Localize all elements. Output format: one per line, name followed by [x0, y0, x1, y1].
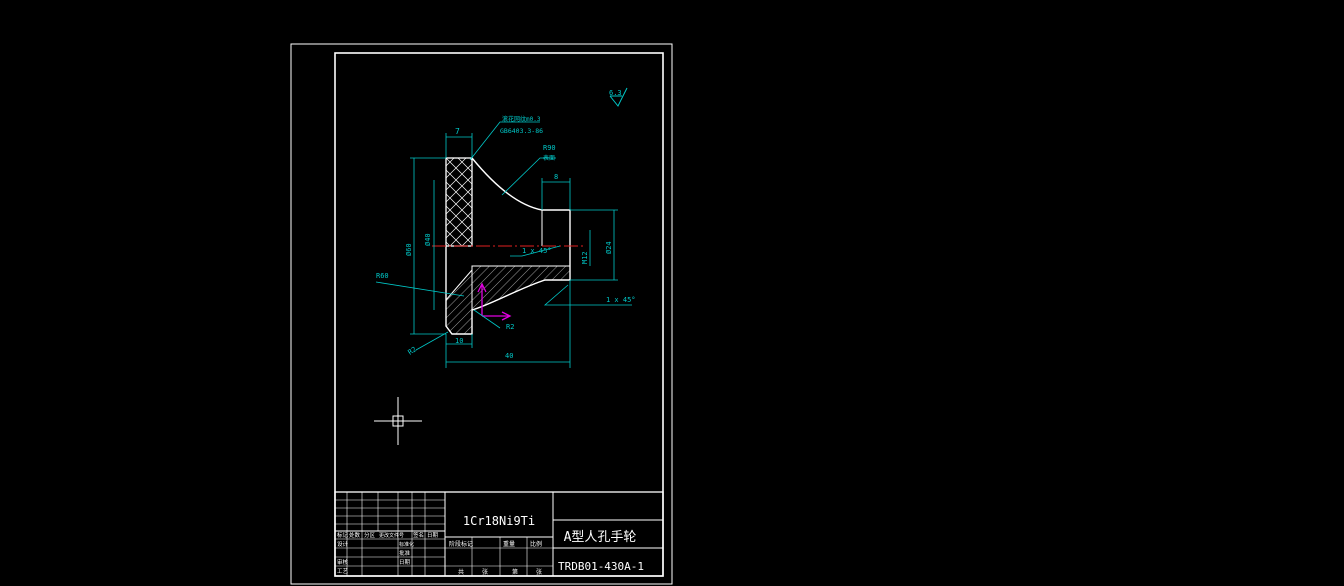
- dim-top-width: 7: [455, 127, 460, 136]
- title-block: [334, 491, 664, 577]
- drawing-number-label: TRDB01-430A-1: [558, 560, 644, 573]
- dim-hub-width: 8: [554, 173, 558, 181]
- dim-dia-60: Ø60: [405, 243, 413, 256]
- rev-header-zone: 分区: [364, 531, 376, 539]
- section-hatch-rim: [445, 268, 473, 335]
- dim-radius-left: R60: [376, 272, 389, 280]
- stage-mark-header: 阶段标记: [449, 540, 473, 548]
- crosshair-cursor-icon[interactable]: [374, 397, 422, 445]
- dim-chamfer-outer: 1 x 45°: [606, 296, 636, 304]
- dim-dia-24: Ø24: [605, 241, 613, 254]
- label-approve: 批准: [399, 549, 411, 557]
- ucs-axis-icon: [477, 282, 512, 321]
- dim-overall-length: 40: [505, 352, 513, 360]
- label-standard: 标准化: [399, 541, 414, 548]
- label-process: 工艺: [337, 568, 349, 575]
- dim-radius-outer-note: 表面: [543, 154, 555, 162]
- rev-header-sign: 签名: [413, 531, 424, 539]
- part-outline-upper: [471, 157, 571, 246]
- rev-header-doc: 更改文件号: [379, 532, 404, 539]
- part-name-label: A型人孔手轮: [564, 530, 637, 545]
- dim-chamfer-inner: 1 x 45°: [522, 247, 552, 255]
- label-design: 设计: [337, 540, 349, 548]
- sheet-total-label: 共: [458, 568, 464, 576]
- dim-dia-40: Ø40: [424, 233, 432, 246]
- dimension-lines: [375, 121, 632, 368]
- sheet-unit-label-2: 张: [536, 568, 542, 576]
- dim-radius-bottom-right: R2: [506, 323, 514, 331]
- label-date: 日期: [399, 559, 411, 566]
- label-review: 审核: [337, 558, 349, 566]
- dim-radius-bottom-left: R2: [407, 345, 419, 356]
- scale-header: 比例: [530, 540, 542, 548]
- rev-header-count: 处数: [349, 531, 361, 539]
- knurl-region: [445, 157, 473, 247]
- dim-m12: M12: [581, 251, 589, 264]
- dim-flange-width: 10: [455, 337, 463, 345]
- rev-header-mark: 标记: [337, 531, 349, 539]
- dim-radius-outer: R90: [543, 144, 556, 152]
- sheet-unit-label-1: 张: [482, 568, 488, 576]
- sheet-border: [290, 43, 673, 585]
- weight-header: 重量: [503, 540, 515, 548]
- knurl-standard: GB6403.3-86: [500, 127, 543, 135]
- roughness-value: 6.3: [609, 89, 622, 97]
- sheet-number-label: 第: [512, 568, 518, 576]
- material-label: 1Cr18Ni9Ti: [463, 514, 535, 528]
- drawing-frame: [334, 52, 664, 577]
- roughness-symbol: [609, 87, 628, 107]
- section-hatch-lower: [471, 265, 571, 311]
- rev-header-date: 日期: [427, 532, 439, 539]
- knurl-note: 滚花网纹m0.3: [502, 115, 541, 123]
